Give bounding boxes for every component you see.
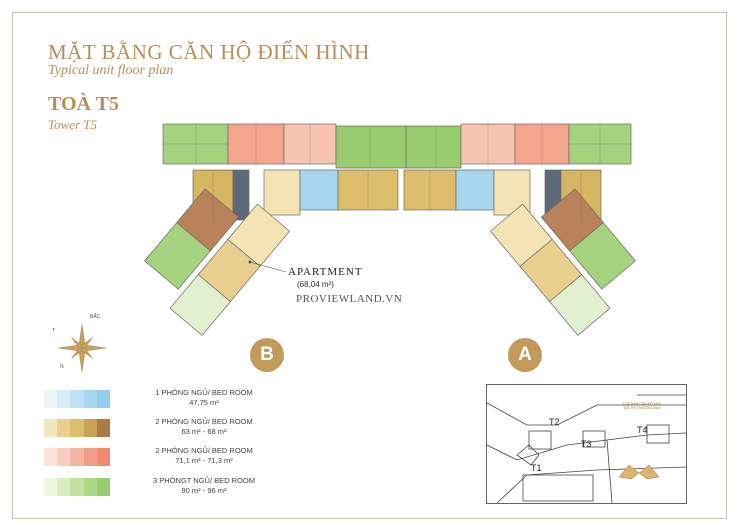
legend-line1: 1 PHÒNG NGỦ/ BED ROOM xyxy=(155,388,253,397)
unit-right-wing-3 xyxy=(549,274,611,336)
unit-right-wing-5 xyxy=(569,222,636,290)
legend-swatch-cell xyxy=(70,448,84,466)
apartment-callout-line xyxy=(249,261,287,273)
page-title: MẶT BẰNG CĂN HỘ ĐIỂN HÌNH xyxy=(48,40,370,64)
legend-swatch-cell xyxy=(96,448,111,466)
page-subtitle: Typical unit floor plan xyxy=(48,63,174,78)
unit-mid-r3 xyxy=(455,169,495,211)
compass-north: N xyxy=(60,364,64,370)
legend-swatch-cell xyxy=(57,478,71,496)
wing-a-badge: A xyxy=(508,338,542,372)
site-label-t4: T4 xyxy=(637,425,648,435)
compass-rose-icon xyxy=(57,323,107,373)
unit-top-5 xyxy=(405,125,462,169)
compass-northeast: BẮC xyxy=(90,314,101,320)
legend-swatch-cell xyxy=(96,419,111,437)
legend-swatch xyxy=(44,478,111,496)
site-map-drawing xyxy=(487,394,686,503)
tower-title: TOÀ T5 xyxy=(48,93,119,115)
site-label-t3: T3 xyxy=(581,439,592,449)
legend-swatch xyxy=(44,419,111,437)
unit-left-wing-5 xyxy=(144,222,211,290)
legend-swatch-cell xyxy=(44,390,58,408)
legend-swatch-cell xyxy=(70,419,84,437)
legend-swatch-cell xyxy=(57,448,71,466)
apartment-callout-dot xyxy=(248,260,252,264)
legend-swatch-cell xyxy=(70,390,84,408)
unit-left-wing-3 xyxy=(169,274,231,336)
legend-swatch-cell xyxy=(96,390,111,408)
site-label-t1: T1 xyxy=(531,463,542,473)
watermark: PROVIEWLAND.VN xyxy=(296,293,403,305)
legend-swatch-cell xyxy=(57,419,71,437)
legend-swatch-cell xyxy=(44,448,58,466)
apartment-label: APARTMENT xyxy=(288,266,363,278)
legend-swatch-cell xyxy=(44,478,58,496)
legend-swatch-cell xyxy=(96,478,111,496)
legend-line1: 2 PHÒNG NGỦ/ BED ROOM xyxy=(155,417,253,426)
legend-swatch-cell xyxy=(57,390,71,408)
site-note: TOÀ NHÀ CĂN HỘ KHU ĐÔ THỊ THƯƠNG MẠI xyxy=(622,402,662,410)
legend-line2: 63 m² - 68 m² xyxy=(181,427,227,436)
legend-swatch-cell xyxy=(83,390,97,408)
compass-west: T xyxy=(52,328,56,334)
legend-line2: 71,1 m² - 71,3 m² xyxy=(175,456,233,465)
apartment-area: (68,04 m²) xyxy=(297,280,334,289)
unit-mid-l2 xyxy=(263,169,301,216)
site-key-map: T1 T2 T3 T4 TOÀ NHÀ CĂN HỘ KHU ĐÔ THỊ TH… xyxy=(486,384,687,504)
legend-line1: 2 PHÒNG NGỦ/ BED ROOM xyxy=(155,446,253,455)
legend-swatch xyxy=(44,390,111,408)
legend-swatch xyxy=(44,448,111,466)
core-left xyxy=(232,169,250,221)
unit-top-4 xyxy=(335,125,407,169)
unit-mid-l3 xyxy=(299,169,339,211)
legend-swatch-cell xyxy=(44,419,58,437)
legend-line2: 90 m² - 96 m² xyxy=(181,486,227,495)
legend-swatch-cell xyxy=(83,448,97,466)
wing-b-badge: B xyxy=(250,338,284,372)
legend-line1: 3 PHÒNGT NGỦ/ BED ROOM xyxy=(153,476,255,485)
tower-subtitle: Tower T5 xyxy=(48,117,98,132)
compass: N BẮC T xyxy=(52,314,110,380)
legend-swatch-cell xyxy=(70,478,84,496)
legend-line2: 47,75 m² xyxy=(189,398,219,407)
legend-swatch-cell xyxy=(83,419,97,437)
legend-swatch-cell xyxy=(83,478,97,496)
site-label-t2: T2 xyxy=(549,417,560,427)
